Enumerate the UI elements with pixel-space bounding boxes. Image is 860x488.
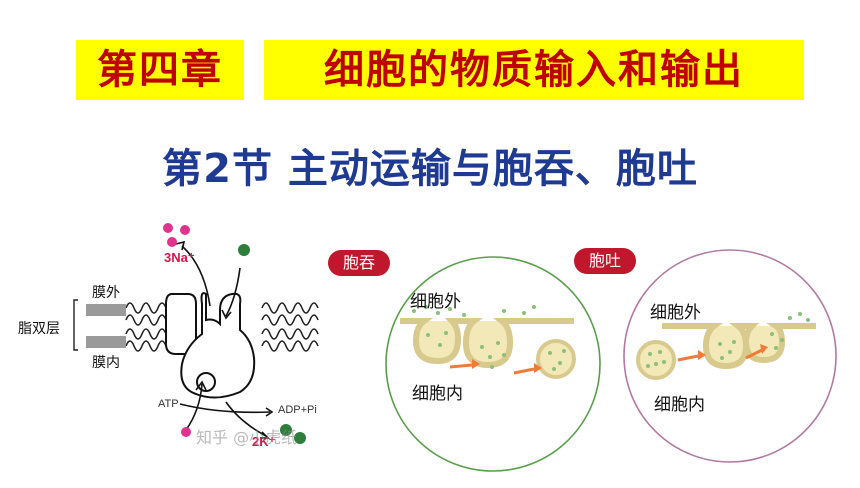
membrane <box>400 318 574 369</box>
cargo-dots <box>412 305 566 371</box>
exocytosis-diagram: 细胞外 细胞内 <box>622 248 838 464</box>
pump-protein <box>165 292 256 399</box>
outside-label: 膜外 <box>92 285 120 301</box>
bilayer-tails <box>125 302 319 352</box>
inner-head-bar <box>86 336 126 348</box>
watermark: 知乎 @小虎纸 <box>196 428 298 447</box>
chapter-number: 第四章 <box>76 40 244 100</box>
adp-label: ADP+Pi <box>278 404 317 416</box>
endocytosis-diagram: 细胞外 细胞内 <box>384 255 602 473</box>
exo-inside-label: 细胞内 <box>654 395 705 415</box>
endocytosis-tag: 胞吞 <box>328 250 390 276</box>
endocytosis-illustration <box>385 256 601 472</box>
inside-label: 膜内 <box>92 355 120 371</box>
free-vesicle <box>636 340 676 380</box>
cargo-dots <box>646 312 810 368</box>
atp-label: ATP <box>158 398 179 410</box>
outer-head-bar <box>86 304 126 316</box>
sodium-potassium-pump-diagram: 膜外 膜内 脂双层 3Na⁺ 2K⁺ ATP ADP+Pi 知乎 @小虎纸 <box>0 210 340 484</box>
bilayer-label: 脂双层 <box>18 321 60 337</box>
free-vesicle <box>536 339 576 379</box>
endo-outside-label: 细胞外 <box>410 292 461 312</box>
sodium-ions <box>163 223 191 437</box>
potassium-label: 2K⁺ <box>252 434 276 449</box>
membrane <box>662 323 816 370</box>
endocytosis-arrows <box>449 359 542 375</box>
exocytosis-illustration <box>623 249 837 463</box>
exocytosis-arrows <box>677 344 768 362</box>
transport-arrows <box>175 240 274 439</box>
potassium-ions <box>238 244 306 444</box>
endo-inside-label: 细胞内 <box>412 384 463 404</box>
bilayer-bracket <box>73 299 78 351</box>
pump-illustration <box>73 223 319 444</box>
exo-outside-label: 细胞外 <box>650 303 701 323</box>
sodium-label: 3Na⁺ <box>164 250 195 265</box>
exocytosis-tag: 胞吐 <box>574 248 636 274</box>
section-title: 第2节 主动运输与胞吞、胞吐 <box>162 146 698 192</box>
chapter-title: 细胞的物质输入和输出 <box>264 40 804 100</box>
